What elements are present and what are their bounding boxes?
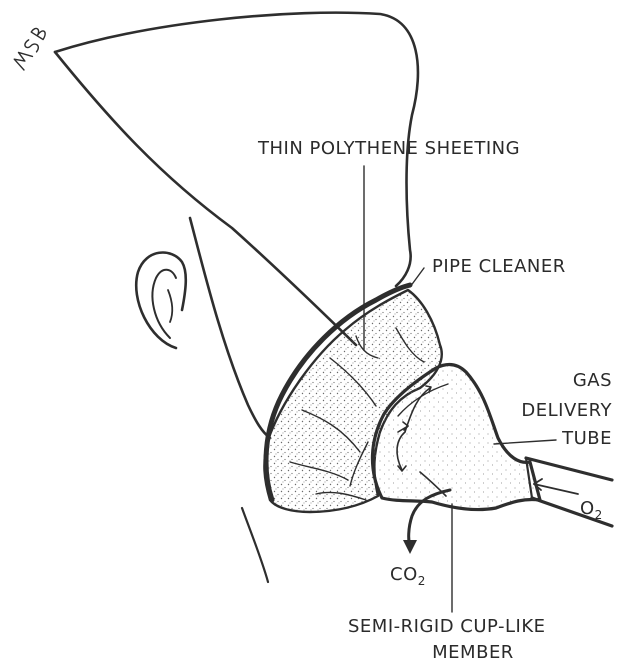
o2-arrow (534, 479, 578, 494)
label-pipe-cleaner: PIPE CLEANER (432, 258, 566, 276)
label-gas-line-2: DELIVERY (521, 402, 612, 420)
label-o2-main: O (580, 498, 595, 519)
ear (136, 253, 186, 348)
label-gas-line-3: TUBE (562, 430, 612, 448)
face-line (55, 52, 356, 345)
artist-signature (12, 26, 48, 71)
label-cup-line-2: MEMBER (418, 644, 528, 662)
label-co2-main: CO (390, 564, 418, 585)
label-cup-line-1: SEMI-RIGID CUP-LIKE (348, 618, 546, 636)
label-co2-sub: 2 (418, 574, 426, 588)
label-o2-sub: 2 (595, 508, 603, 522)
label-polythene-sheeting: THIN POLYTHENE SHEETING (258, 140, 520, 158)
label-gas-line-1: GAS (573, 372, 612, 390)
label-o2: O2 (580, 500, 603, 518)
label-co2: CO2 (390, 566, 426, 584)
neck-line (242, 508, 268, 582)
